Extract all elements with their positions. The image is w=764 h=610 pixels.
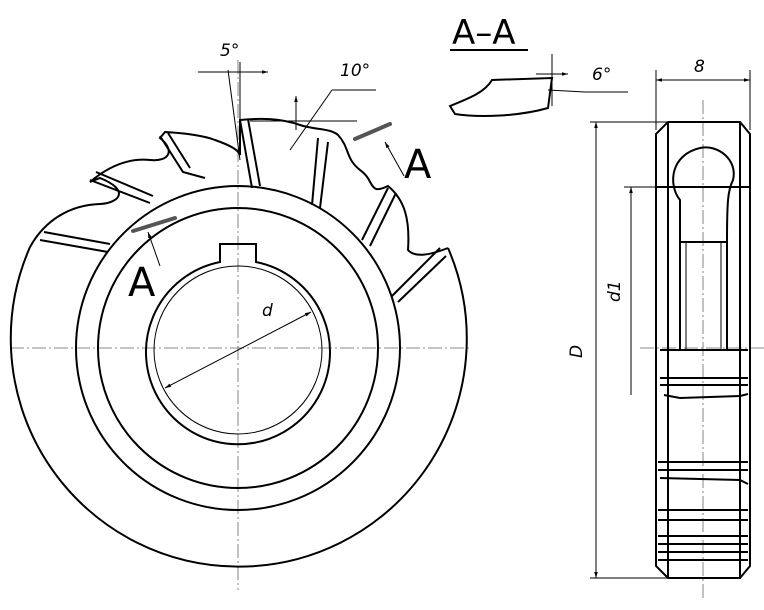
outer-body-contour	[9, 246, 468, 568]
angle-5-line-a	[227, 69, 241, 161]
tooth-gashes	[39, 118, 447, 303]
section-angle-leader	[547, 89, 586, 93]
section-a-a: A–A 6°	[448, 13, 628, 117]
front-view: d 5° 10° A A	[9, 41, 470, 590]
section-cut-arrow-top	[384, 141, 405, 177]
section-cut-arrow-left	[147, 231, 161, 267]
side-view: 8 D d1	[567, 57, 764, 600]
section-cut-mark-top	[353, 122, 392, 141]
bore-chamfer-circle	[153, 265, 323, 435]
section-cut-mark-left	[131, 216, 177, 233]
bore-dimension-line	[164, 311, 312, 389]
hub-outer-circle	[75, 185, 401, 511]
angle-10-label: 10°	[340, 61, 370, 81]
tooth-section-profile	[448, 76, 554, 117]
side-tooth-section	[672, 146, 735, 243]
bore-label: d	[262, 301, 273, 321]
side-teeth-band	[658, 349, 749, 561]
bore-with-keyway	[145, 243, 331, 446]
angle-10-leader	[289, 89, 333, 151]
width-label: 8	[694, 57, 705, 77]
section-title: A–A	[452, 13, 516, 53]
hub-inner-circle	[97, 207, 379, 489]
outer-dia-label: D	[567, 345, 587, 358]
inner-dia-label: d1	[605, 280, 625, 302]
section-cut-label-left: A	[128, 260, 156, 306]
angle-5-label: 5°	[220, 41, 239, 61]
section-cut-label-top: A	[404, 142, 432, 188]
section-angle-label: 6°	[592, 65, 611, 85]
